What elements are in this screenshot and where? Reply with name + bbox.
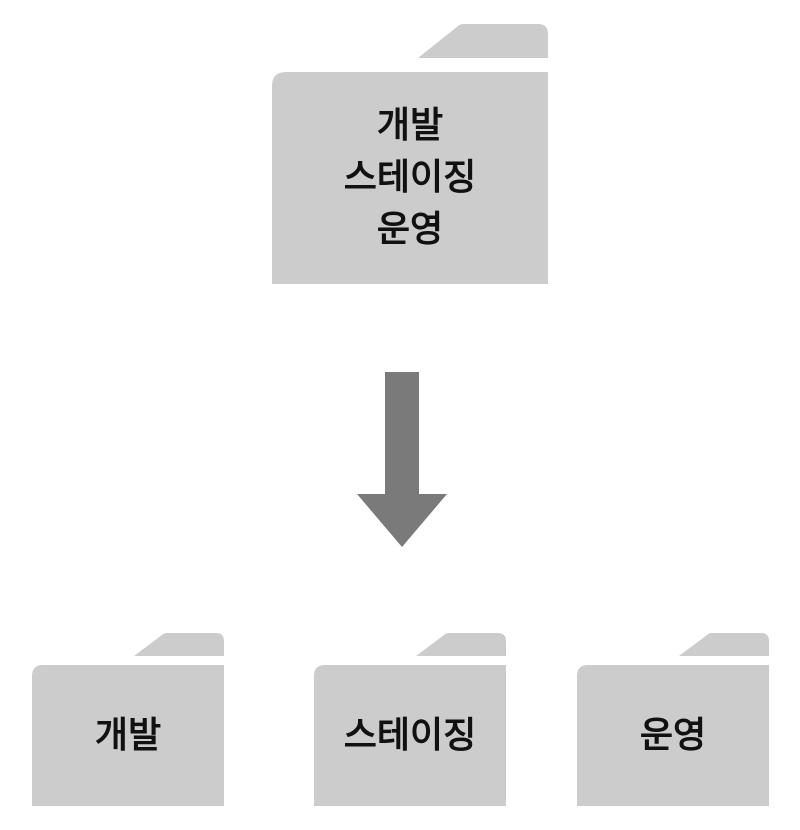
target-folder-staging-text: 스테이징	[343, 715, 477, 756]
target-folder-dev-text: 개발	[94, 715, 162, 756]
folder-icon	[314, 633, 506, 806]
target-folder-prod-label: 운영	[575, 664, 771, 808]
target-folder-staging-label: 스테이징	[312, 664, 508, 808]
arrow-down-icon	[357, 372, 447, 547]
source-folder-line-prod: 운영	[376, 209, 444, 250]
source-folder-line-staging: 스테이징	[343, 157, 477, 198]
source-folder: 개발 스테이징 운영	[270, 20, 550, 286]
folder-icon	[32, 633, 224, 806]
folder-icon	[272, 24, 548, 284]
target-folder-staging: 스테이징	[312, 630, 508, 808]
source-folder-line-dev: 개발	[376, 105, 444, 146]
source-folder-label: 개발 스테이징 운영	[270, 70, 550, 286]
target-folder-prod-text: 운영	[639, 715, 707, 756]
target-folder-dev-label: 개발	[30, 664, 226, 808]
folder-icon	[577, 633, 769, 806]
target-folder-prod: 운영	[575, 630, 771, 808]
target-folder-dev: 개발	[30, 630, 226, 808]
